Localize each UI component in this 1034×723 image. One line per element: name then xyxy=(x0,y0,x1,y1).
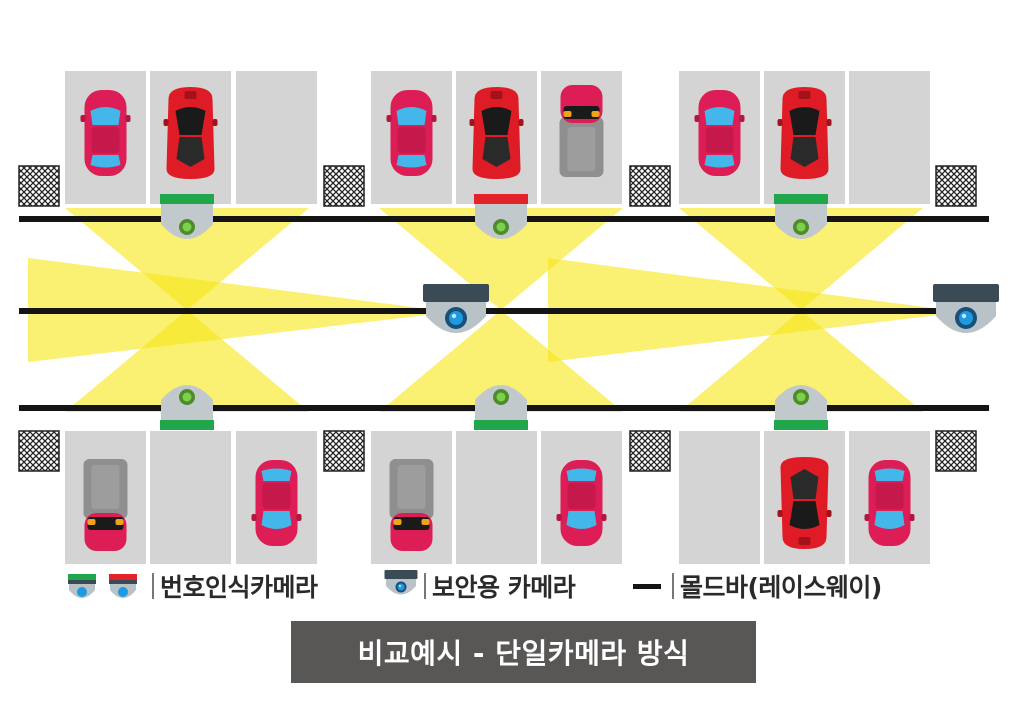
pillar-icon xyxy=(323,165,365,207)
legend-security-camera: 보안용 카메라 xyxy=(420,566,576,606)
security-camera-icon xyxy=(423,284,489,333)
parking-space xyxy=(456,431,537,564)
car xyxy=(251,460,302,546)
pillar-icon xyxy=(629,165,671,207)
caption-bar: 비교예시 - 단일카메라 방식 xyxy=(291,621,756,683)
sports-car xyxy=(777,87,832,179)
lpr-camera-legend-icon xyxy=(109,574,137,598)
car xyxy=(80,90,131,176)
legend-mold-bar-label: 몰드바(레이스웨이) xyxy=(680,573,882,602)
car xyxy=(556,460,607,546)
legend-security-camera-label: 보안용 카메라 xyxy=(432,573,576,602)
sports-car xyxy=(777,457,832,549)
lpr-camera-icon xyxy=(774,385,828,430)
lpr-camera-legend-icon xyxy=(68,574,96,598)
van xyxy=(559,85,604,177)
legend-mold-bar: 몰드바(레이스웨이) xyxy=(668,566,882,606)
legend-separator xyxy=(424,573,426,599)
pillar-icon xyxy=(323,430,365,472)
lpr-camera-icon xyxy=(774,194,828,239)
sports-car xyxy=(469,87,524,179)
mold-bar-legend-icon xyxy=(633,584,661,589)
van xyxy=(83,459,128,551)
legend-lpr-camera: 번호인식카메라 xyxy=(148,566,318,606)
parking-space xyxy=(150,431,231,564)
security-camera-icon xyxy=(384,570,418,595)
pillar-icon xyxy=(18,165,60,207)
legend-separator xyxy=(672,573,674,599)
pillar-icon xyxy=(18,430,60,472)
legend-lpr-camera-label: 번호인식카메라 xyxy=(160,573,318,602)
mold-bar xyxy=(19,308,989,314)
sports-car xyxy=(163,87,218,179)
parking-space xyxy=(679,431,760,564)
pillar-icon xyxy=(629,430,671,472)
car xyxy=(386,90,437,176)
lpr-camera-icon xyxy=(474,385,528,430)
lpr-camera-icon xyxy=(474,194,528,239)
parking-space xyxy=(849,71,930,204)
car xyxy=(694,90,745,176)
lpr-camera-icon xyxy=(160,385,214,430)
pillar-icon xyxy=(935,430,977,472)
security-camera-icon xyxy=(933,284,999,333)
van xyxy=(389,459,434,551)
parking-space xyxy=(236,71,317,204)
legend-separator xyxy=(152,573,154,599)
lpr-camera-icon xyxy=(160,194,214,239)
pillar-icon xyxy=(935,165,977,207)
car xyxy=(864,460,915,546)
